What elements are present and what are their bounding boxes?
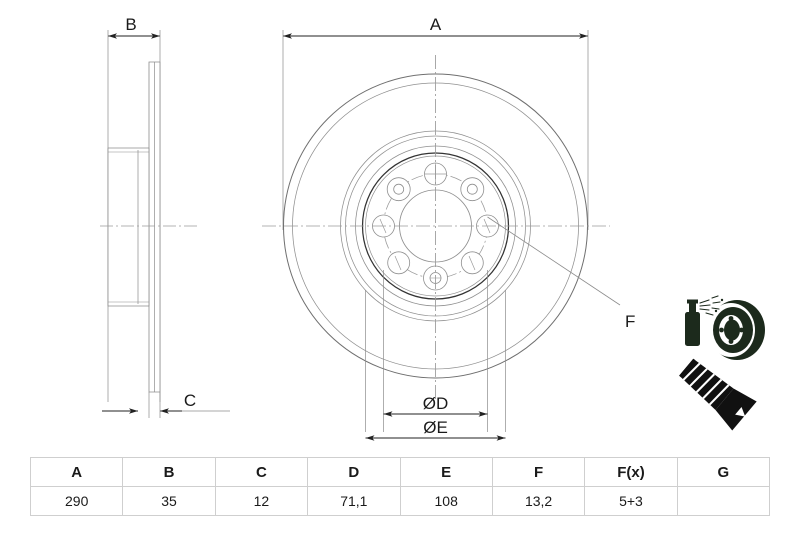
table-value-fx: 5+3 bbox=[584, 486, 678, 516]
table-value-c: 12 bbox=[214, 486, 309, 516]
table-header-row: A B C D E F F(x) G bbox=[29, 457, 771, 487]
label-diameter-e: ØE bbox=[423, 418, 448, 437]
leader-line-f bbox=[487, 216, 621, 306]
spray-can-and-disc-icon bbox=[685, 295, 765, 360]
label-f: F bbox=[625, 312, 635, 331]
table-header-b: B bbox=[122, 457, 216, 487]
table-header-d: D bbox=[307, 457, 401, 487]
table-value-g bbox=[676, 486, 771, 516]
table-header-g: G bbox=[676, 457, 771, 487]
hole-upper-left bbox=[386, 177, 411, 202]
label-b: B bbox=[125, 15, 136, 34]
label-diameter-d: ØD bbox=[423, 394, 449, 413]
table-header-e: E bbox=[399, 457, 493, 487]
table-header-fx: F(x) bbox=[584, 457, 678, 487]
dimension-c bbox=[102, 392, 230, 418]
table-header-f: F bbox=[491, 457, 586, 487]
disc-hub-profile bbox=[107, 147, 150, 307]
hole-upper-right bbox=[460, 177, 485, 202]
dimensions-table: A B C D E F F(x) G 290 35 12 71,1 108 13… bbox=[29, 457, 771, 516]
front-face-view bbox=[262, 30, 621, 441]
countersunk-screw-icon bbox=[679, 358, 757, 431]
table-value-b: 35 bbox=[122, 486, 216, 516]
hole-lower-left bbox=[387, 251, 411, 275]
table-header-c: C bbox=[214, 457, 309, 487]
table-value-d: 71,1 bbox=[307, 486, 401, 516]
table-value-f: 13,2 bbox=[491, 486, 586, 516]
table-value-e: 108 bbox=[399, 486, 493, 516]
hole-lower-right bbox=[460, 251, 484, 275]
dimension-a bbox=[282, 30, 589, 230]
side-section-view bbox=[100, 30, 230, 418]
label-c: C bbox=[184, 391, 196, 410]
table-value-a: 290 bbox=[29, 486, 124, 516]
table-value-row: 290 35 12 71,1 108 13,2 5+3 bbox=[29, 486, 771, 516]
label-a: A bbox=[430, 15, 442, 34]
table-header-a: A bbox=[29, 457, 124, 487]
